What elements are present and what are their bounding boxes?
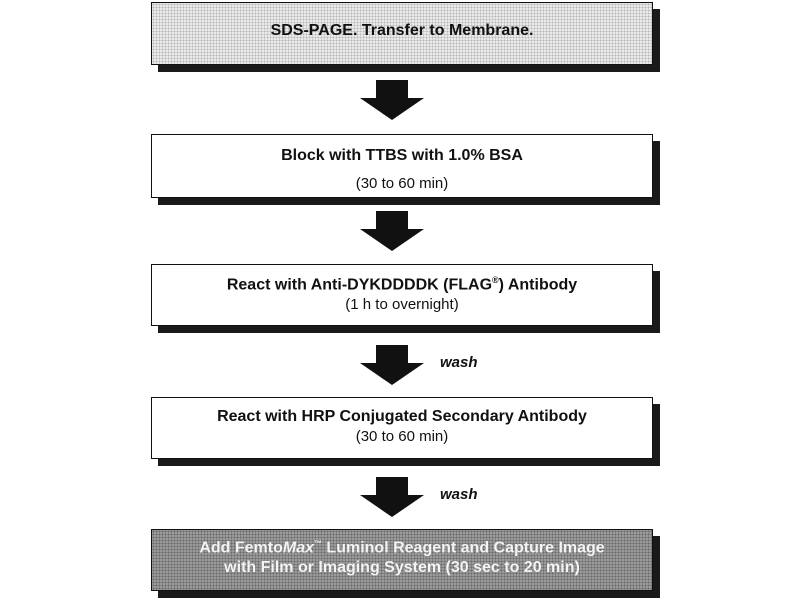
step-3-title: React with Anti-DYKDDDDK (FLAG®) Antibod… (226, 275, 578, 294)
step-2-title: Block with TTBS with 1.0% BSA (281, 147, 523, 164)
wash-label-2: wash (440, 486, 478, 503)
step-2-box: Block with TTBS with 1.0% BSA (30 to 60 … (151, 134, 653, 198)
down-arrow-1 (360, 80, 424, 120)
down-arrow-3 (360, 345, 424, 385)
step-2-time: (30 to 60 min) (355, 175, 449, 192)
wash-label-1: wash (440, 354, 478, 371)
step-4-title: React with HRP Conjugated Secondary Anti… (217, 408, 587, 425)
step-1-box: SDS-PAGE. Transfer to Membrane. (151, 2, 653, 65)
step-3-time: (1 h to overnight) (345, 296, 459, 314)
step-4-box: React with HRP Conjugated Secondary Anti… (151, 397, 653, 459)
step-3-box: React with Anti-DYKDDDDK (FLAG®) Antibod… (151, 264, 653, 326)
step-4-time: (30 to 60 min) (355, 428, 449, 445)
step-5-line2: with Film or Imaging System (30 sec to 2… (224, 559, 580, 577)
step-5-box: Add FemtoMax™ Luminol Reagent and Captur… (151, 529, 653, 591)
step-1-title: SDS-PAGE. Transfer to Membrane. (270, 22, 534, 39)
down-arrow-4 (360, 477, 424, 517)
down-arrow-2 (360, 211, 424, 251)
step-5-title: Add FemtoMax™ Luminol Reagent and Captur… (199, 539, 605, 557)
